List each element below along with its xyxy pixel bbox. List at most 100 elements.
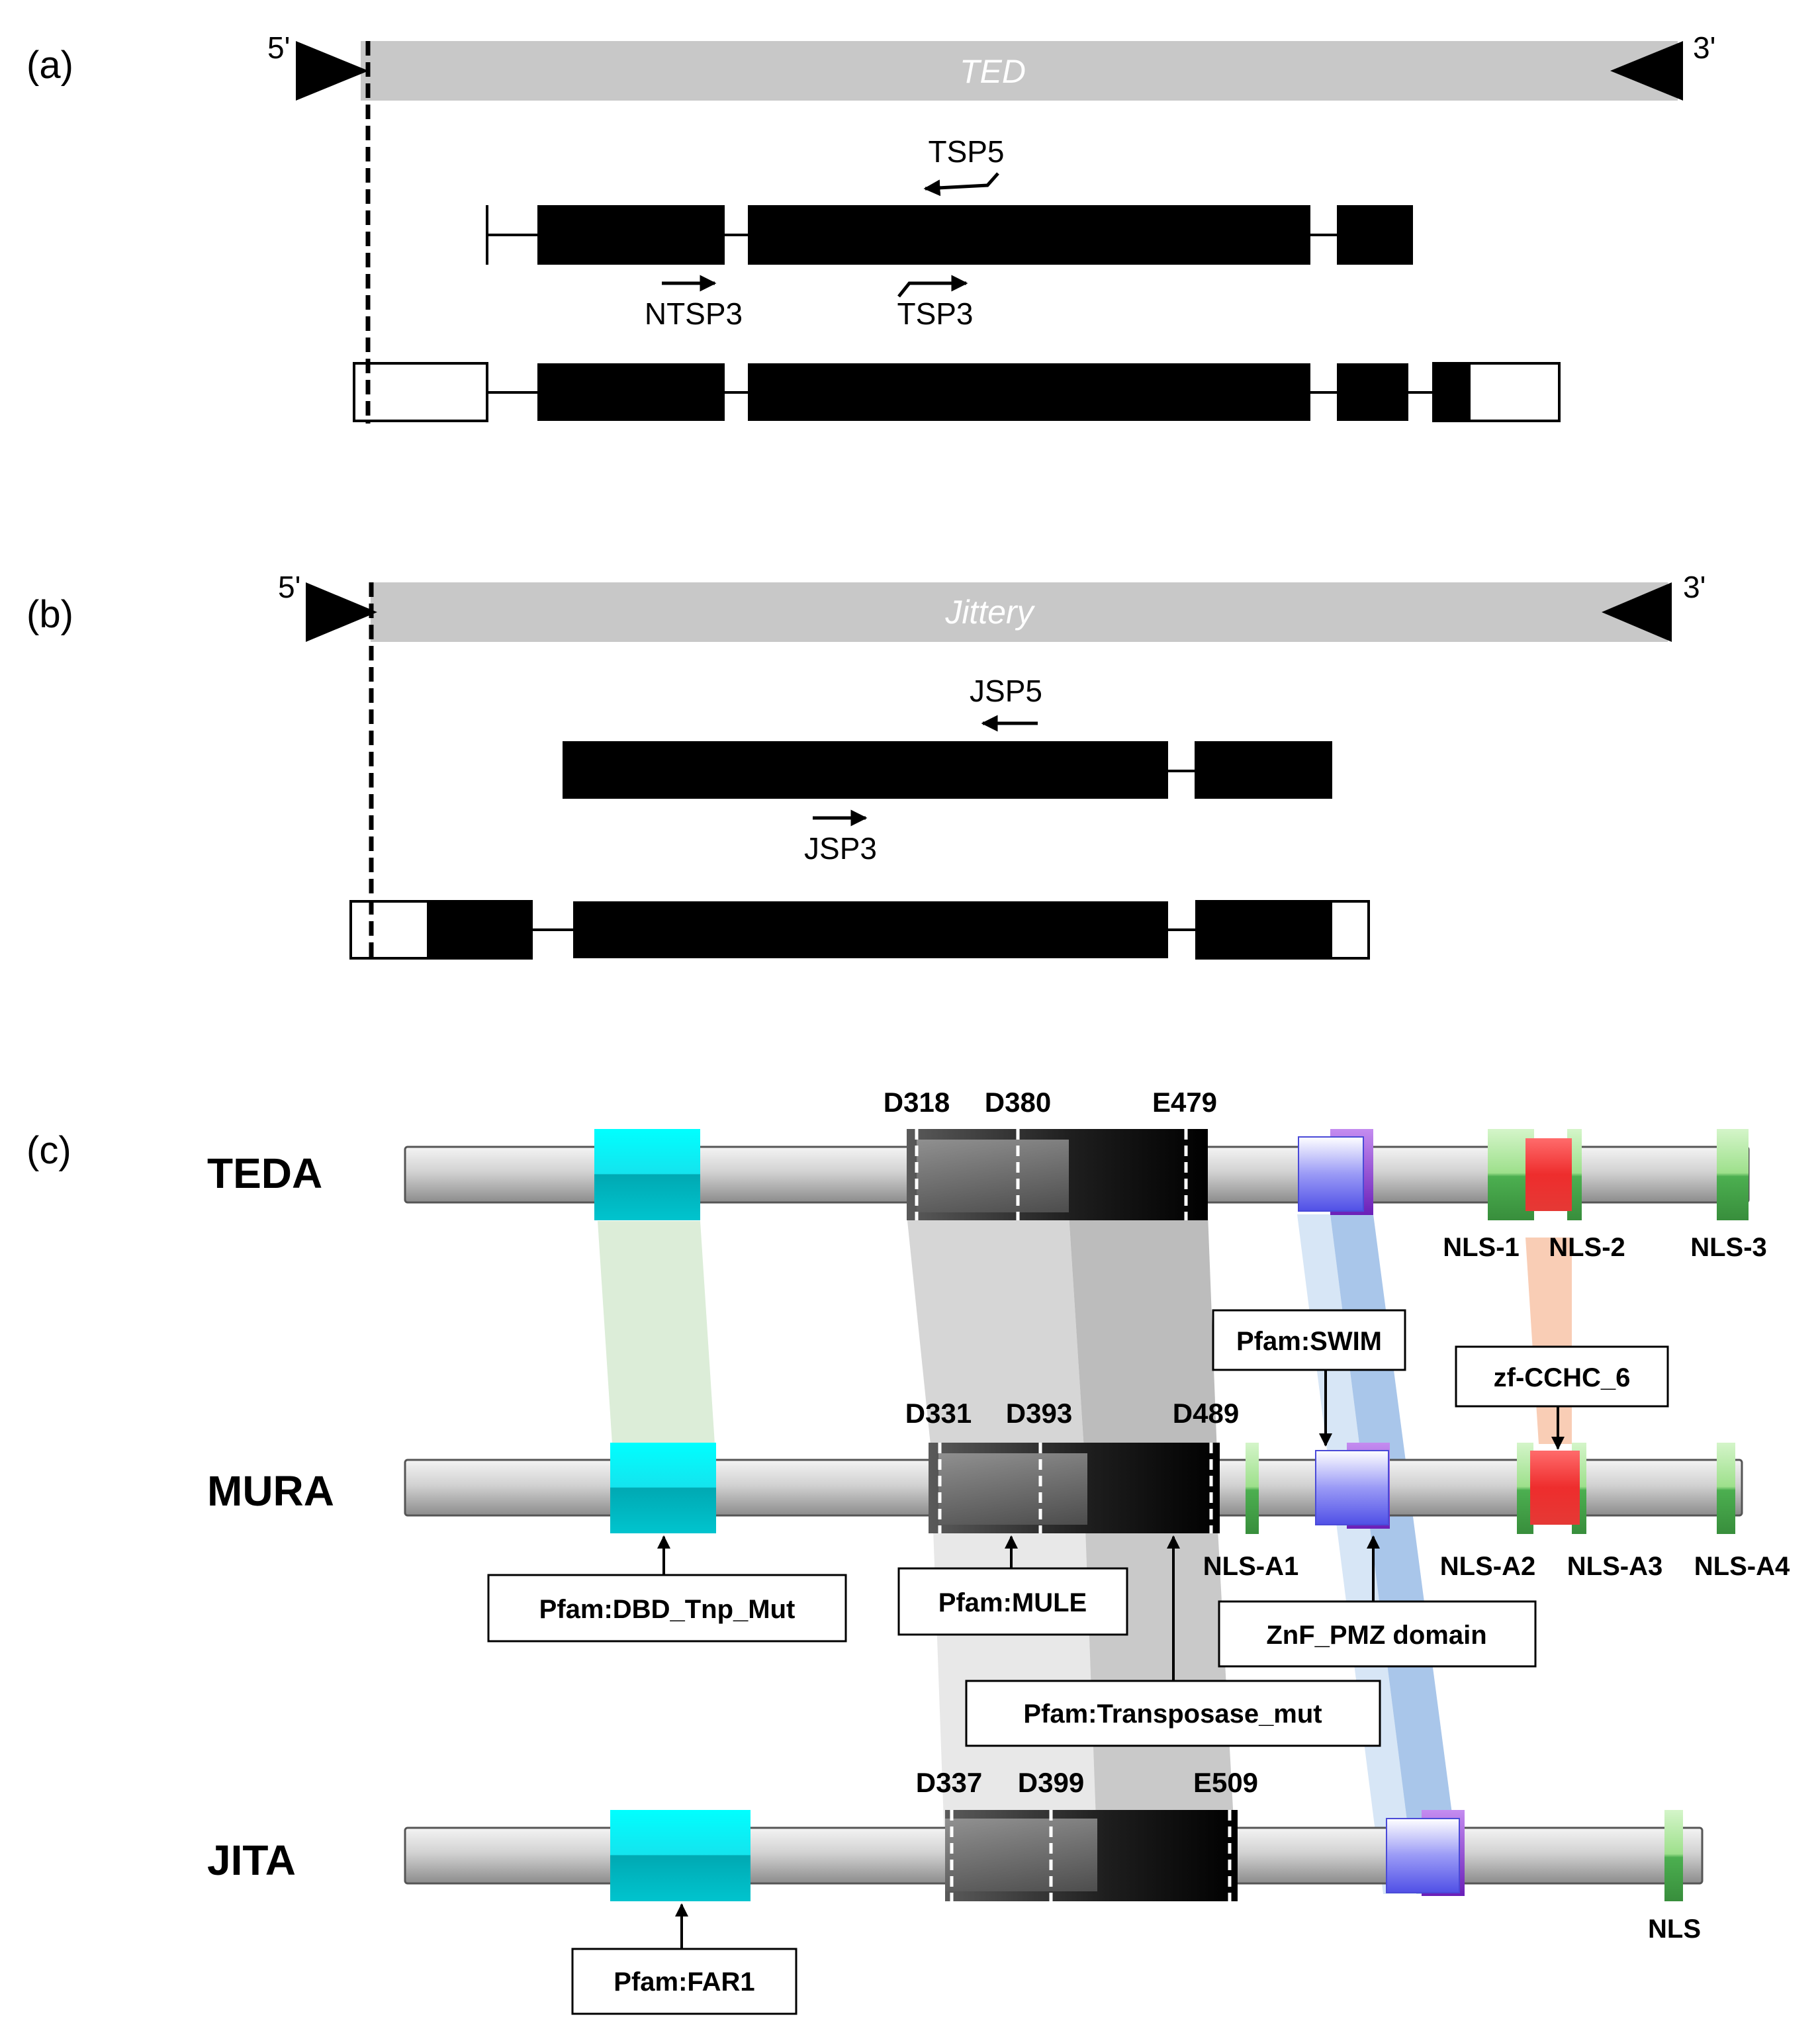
mule-box <box>897 1567 1128 1636</box>
primer-tsp3-arrow <box>897 275 968 298</box>
mura-nls-a3-label: NLS-A3 <box>1567 1552 1662 1581</box>
jittery-exon <box>573 901 1168 958</box>
mura-nls-a1-label: NLS-A1 <box>1203 1552 1298 1581</box>
mura-name: MURA <box>207 1467 334 1515</box>
ted-three-prime: 3' <box>1693 30 1715 65</box>
jittery-exon <box>563 741 1168 799</box>
far1-annotation: Pfam:FAR1 <box>571 1903 797 2015</box>
teda-residue-e479: E479 <box>1152 1087 1217 1118</box>
jita-residue-d337: D337 <box>916 1767 982 1798</box>
link-core-teda-mura-light <box>907 1214 1085 1470</box>
panel-b: (b) Jittery 5' 3' JSP5 JSP3 <box>26 570 1706 960</box>
ted-exon <box>537 205 725 265</box>
teda-nls-1-label: NLS-1 <box>1443 1233 1520 1262</box>
mura-nls-a4 <box>1717 1443 1735 1534</box>
jittery-right-tir <box>1602 582 1672 642</box>
teda-nls-2-label: NLS-2 <box>1549 1233 1625 1262</box>
transposase-box <box>965 1680 1381 1747</box>
znf-pmz-box <box>1218 1600 1537 1668</box>
ted-exon <box>748 363 1310 421</box>
ted-exon <box>1433 363 1471 421</box>
ted-exon <box>748 205 1310 265</box>
teda-nls-3 <box>1717 1129 1749 1220</box>
dbd-box <box>487 1574 847 1643</box>
mura-residue-d489: D489 <box>1173 1398 1239 1429</box>
ted-bar-body <box>361 41 1678 101</box>
homology-links <box>598 1214 1572 1894</box>
protein-jita: JITA D337 D399 E509 NLS <box>207 1767 1704 1944</box>
ted-utr <box>353 362 488 422</box>
ted-right-tir <box>1610 41 1683 101</box>
ted-gene-model <box>353 362 1561 422</box>
jita-name: JITA <box>207 1836 296 1884</box>
primer-jsp3-label: JSP3 <box>804 831 877 866</box>
jittery-left-tir <box>306 582 377 642</box>
swim-box-label: Pfam:SWIM <box>1236 1327 1382 1356</box>
zf-cchc-annotation: zf-CCHC_6 <box>1455 1345 1669 1450</box>
link-zf-cchc <box>1525 1238 1572 1444</box>
transposase-box-label: Pfam:Transposase_mut <box>1023 1699 1322 1729</box>
swim-annotation: Pfam:SWIM <box>1212 1309 1406 1447</box>
primer-jsp5-label: JSP5 <box>970 674 1042 708</box>
teda-residue-d380: D380 <box>985 1087 1051 1118</box>
jittery-five-prime: 5' <box>278 570 300 604</box>
jita-nls-label: NLS <box>1648 1915 1701 1944</box>
jittery-exon <box>1195 741 1332 799</box>
ted-exon <box>537 363 725 421</box>
jittery-name: Jittery <box>944 594 1035 631</box>
znf-pmz-box-label: ZnF_PMZ domain <box>1266 1621 1486 1650</box>
panel-c: (c) TEDA D318 D380 E479 <box>26 1087 1790 2015</box>
mule-box-label: Pfam:MULE <box>938 1588 1087 1617</box>
teda-residue-d318: D318 <box>884 1087 950 1118</box>
ted-exon <box>1337 363 1408 421</box>
link-swim-dark <box>1330 1214 1463 1894</box>
ted-element-bar: TED <box>296 41 1683 101</box>
jittery-bar-body <box>371 582 1668 642</box>
jittery-gene-model <box>349 900 1370 960</box>
jittery-three-prime: 3' <box>1683 570 1706 604</box>
panel-a: (a) TED 5' 3' TSP5 NTSP3 TSP3 <box>26 30 1715 424</box>
teda-swim-domain <box>1298 1136 1364 1212</box>
far1-box-label: Pfam:FAR1 <box>614 1967 754 1997</box>
swim-box <box>1212 1309 1406 1371</box>
jittery-element-bar: Jittery <box>306 582 1672 642</box>
mura-nls-a1 <box>1246 1443 1259 1534</box>
transposase-annotation: Pfam:Transposase_mut <box>965 1535 1381 1747</box>
jita-nls <box>1664 1810 1683 1901</box>
jita-residue-e509: E509 <box>1193 1767 1258 1798</box>
mura-zf-domain <box>1530 1451 1580 1525</box>
link-core-teda-mura-dark <box>1069 1214 1218 1470</box>
protein-teda: TEDA D318 D380 E479 NLS-1 NLS-2 NLS-3 <box>207 1087 1767 1262</box>
dbd-annotation: Pfam:DBD_Tnp_Mut <box>487 1535 847 1643</box>
jittery-exon <box>1197 901 1332 958</box>
jittery-coding-model <box>563 741 1332 799</box>
ted-left-tir <box>296 41 369 101</box>
zf-cchc-box-label: zf-CCHC_6 <box>1494 1363 1631 1392</box>
znf-pmz-annotation: ZnF_PMZ domain <box>1218 1535 1537 1668</box>
far1-box <box>571 1948 797 2015</box>
teda-dbd-domain <box>594 1129 700 1220</box>
primer-tsp3-label: TSP3 <box>897 296 973 331</box>
primer-tsp5-label: TSP5 <box>928 134 1004 169</box>
teda-zf-domain <box>1525 1138 1572 1211</box>
dbd-box-label: Pfam:DBD_Tnp_Mut <box>539 1595 796 1624</box>
mura-nls-a4-label: NLS-A4 <box>1694 1552 1790 1581</box>
mule-annotation: Pfam:MULE <box>897 1535 1128 1636</box>
primer-ntsp3-label: NTSP3 <box>645 296 743 331</box>
ted-name: TED <box>960 53 1026 90</box>
mura-nls-a2-label: NLS-A2 <box>1440 1552 1535 1581</box>
mura-mule-inner <box>938 1453 1087 1525</box>
teda-name: TEDA <box>207 1150 322 1197</box>
jita-dbd-domain <box>610 1810 751 1901</box>
panel-b-label: (b) <box>26 593 73 636</box>
panel-c-label: (c) <box>26 1129 71 1172</box>
ted-exon <box>1337 205 1413 265</box>
jita-residue-d399: D399 <box>1018 1767 1084 1798</box>
ted-five-prime: 5' <box>267 30 290 65</box>
jita-swim-domain <box>1386 1818 1460 1893</box>
zf-cchc-box <box>1455 1345 1669 1408</box>
mura-residue-d331: D331 <box>905 1398 972 1429</box>
mura-swim-domain <box>1315 1450 1389 1525</box>
teda-mule-inner <box>917 1140 1069 1212</box>
